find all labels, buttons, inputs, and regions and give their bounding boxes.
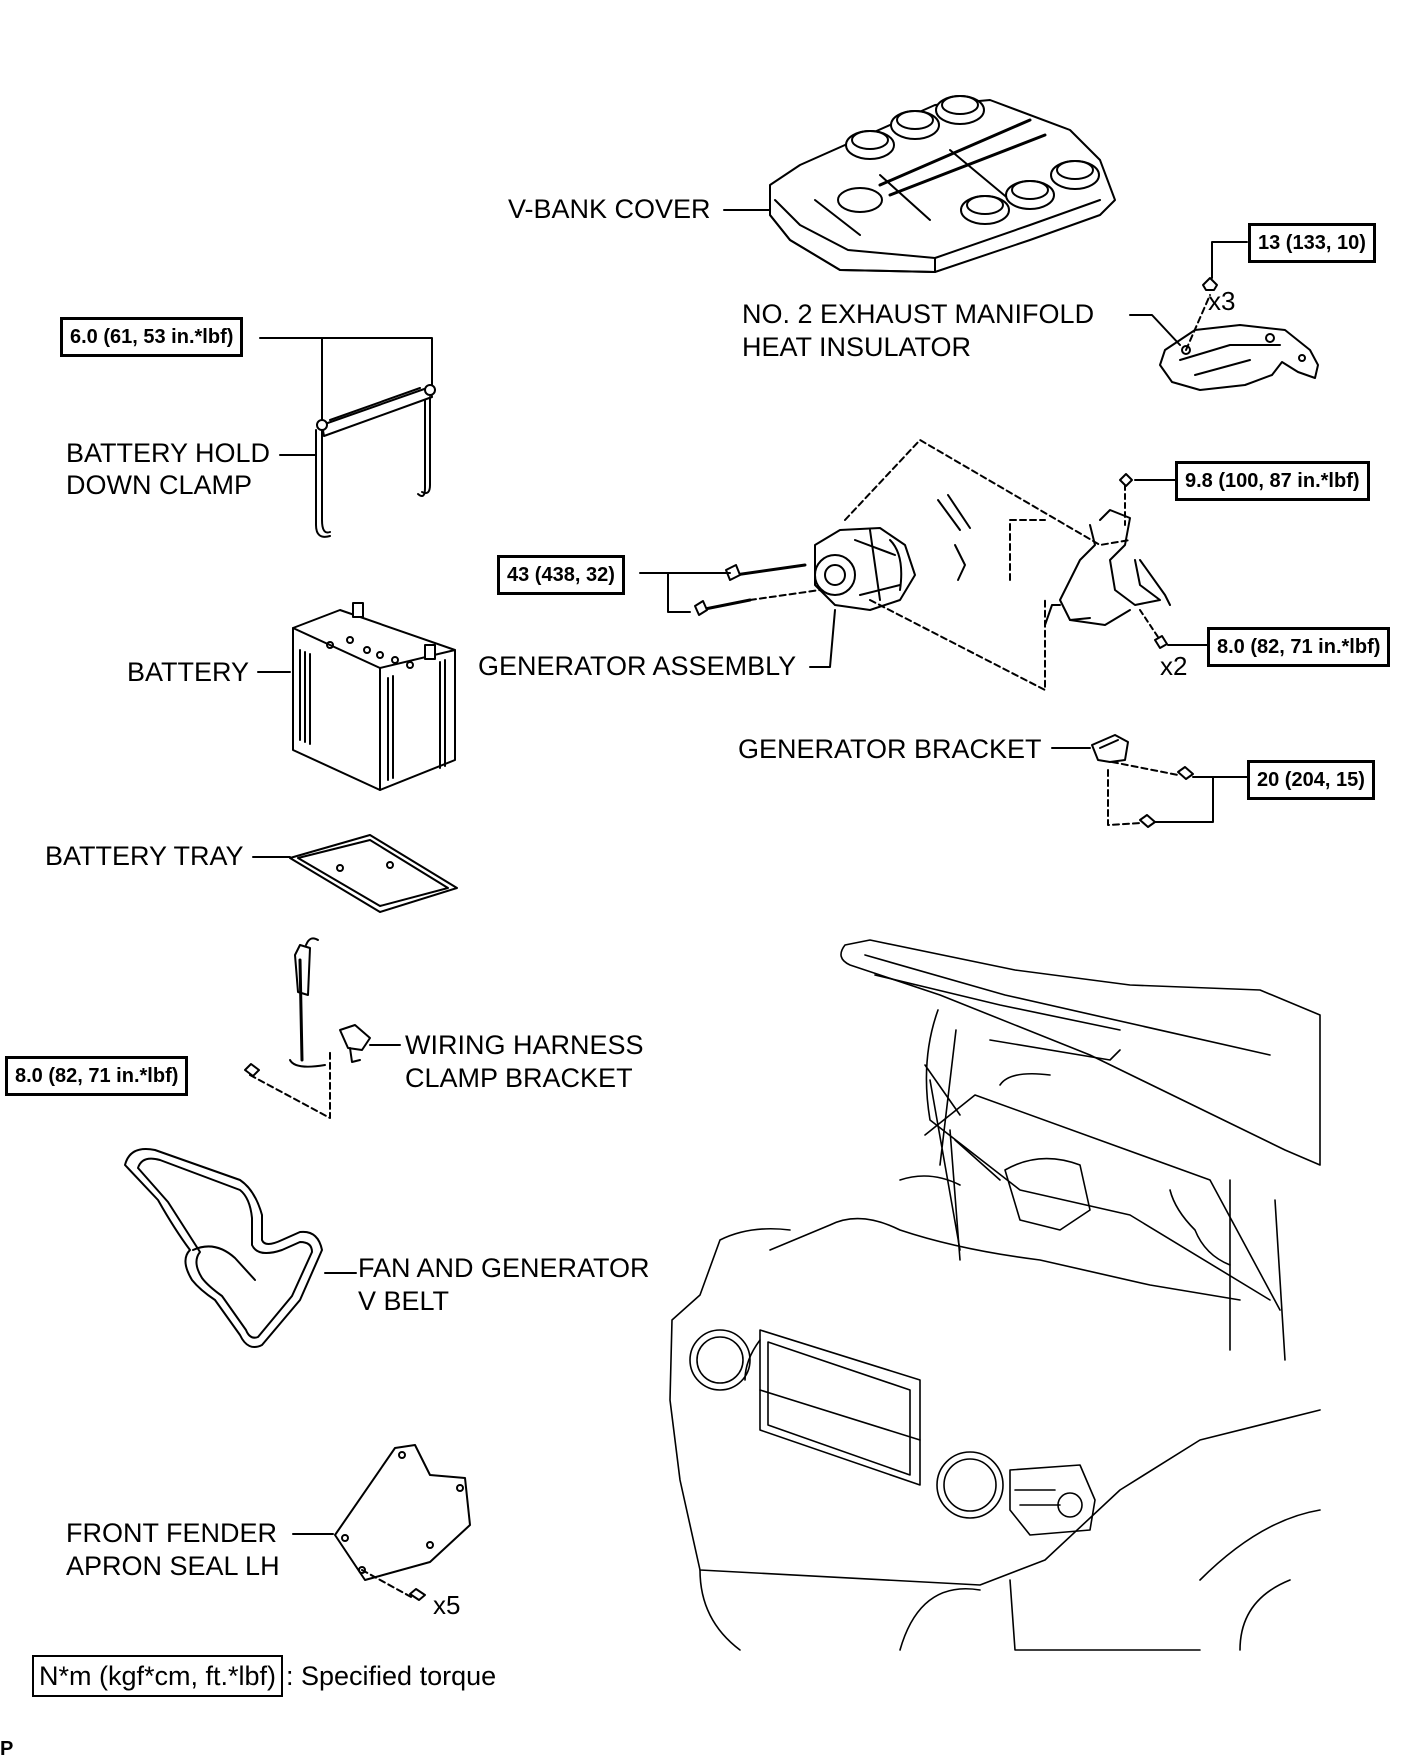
vehicle-drawing	[669, 939, 1321, 1651]
generator-assembly-label: GENERATOR ASSEMBLY	[478, 651, 797, 681]
torque-box-harness-nut: 9.8 (100, 87 in.*lbf)	[1175, 461, 1370, 501]
generator-harness-drawing	[1044, 473, 1171, 649]
v-bank-cover-drawing	[769, 95, 1116, 273]
hold-down-clamp-label-line1: BATTERY HOLD	[66, 438, 271, 468]
apron-seal-label-line1: FRONT FENDER	[66, 1518, 278, 1548]
heat-insulator-label-line1: NO. 2 EXHAUST MANIFOLD	[742, 299, 1095, 329]
generator-bracket-label: GENERATOR BRACKET	[738, 734, 1042, 764]
apron-seal-drawing	[334, 1444, 471, 1601]
count-terminal: x2	[1160, 651, 1188, 681]
apron-seal-label-line2: APRON SEAL LH	[66, 1551, 280, 1581]
battery-drawing	[292, 602, 456, 791]
battery-label: BATTERY	[127, 657, 250, 687]
count-insulator: x3	[1208, 286, 1236, 316]
generator-drawing	[694, 439, 1131, 691]
legend-description: : Specified torque	[286, 1661, 497, 1691]
torque-box-generator: 43 (438, 32)	[497, 555, 625, 595]
torque-box-terminal: 8.0 (82, 71 in.*lbf)	[1207, 627, 1391, 667]
corner-mark: P	[0, 1738, 14, 1760]
torque-box-clamp-bracket: 8.0 (82, 71 in.*lbf)	[5, 1056, 189, 1096]
v-belt-label-line2: V BELT	[358, 1286, 450, 1316]
battery-tray-label: BATTERY TRAY	[45, 841, 244, 871]
battery-tray-drawing	[289, 834, 458, 913]
generator-bracket-drawing	[1091, 734, 1194, 828]
heat-insulator-label-line2: HEAT INSULATOR	[742, 332, 972, 362]
torque-box-bracket: 20 (204, 15)	[1247, 760, 1375, 800]
v-belt-drawing	[124, 1148, 323, 1348]
harness-clamp-bracket-label-line2: CLAMP BRACKET	[405, 1063, 633, 1093]
harness-clamp-bracket-label-line1: WIRING HARNESS	[405, 1030, 644, 1060]
hold-down-clamp-label-line2: DOWN CLAMP	[66, 470, 253, 500]
v-belt-label-line1: FAN AND GENERATOR	[358, 1253, 650, 1283]
hold-down-clamp-drawing	[315, 384, 436, 538]
heat-insulator-drawing	[1159, 277, 1319, 391]
torque-box-hold-down: 6.0 (61, 53 in.*lbf)	[60, 317, 244, 357]
count-apron: x5	[433, 1590, 461, 1620]
torque-box-insulator: 13 (133, 10)	[1248, 223, 1376, 263]
harness-clamp-bracket-drawing	[244, 937, 371, 1119]
legend-torque-unit-box: N*m (kgf*cm, ft.*lbf)	[32, 1655, 284, 1697]
v-bank-cover-label: V-BANK COVER	[508, 194, 711, 224]
